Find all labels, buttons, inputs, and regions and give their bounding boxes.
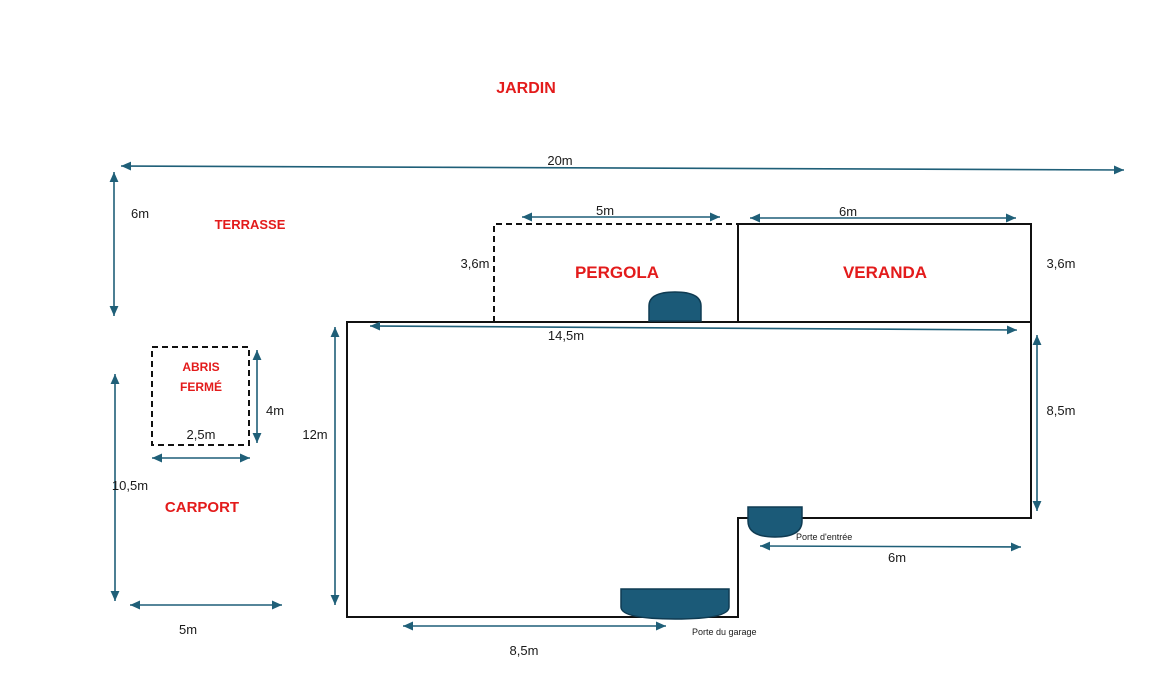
- entrance-section-label: 6m: [888, 550, 906, 565]
- garage-door-label: Porte du garage: [692, 627, 757, 637]
- abris-depth-label: 4m: [266, 403, 284, 418]
- pergola-width-label: 5m: [596, 203, 614, 218]
- total-width-label: 20m: [547, 153, 572, 168]
- veranda-label: VERANDA: [843, 263, 927, 282]
- jardin-label: JARDIN: [496, 80, 556, 97]
- terrasse-depth-label: 6m: [131, 206, 149, 221]
- veranda-depth-label: 3,6m: [1047, 256, 1076, 271]
- total-width-arrow: [120, 161, 1125, 175]
- house-depth-label: 12m: [302, 427, 327, 442]
- entrance-door: [747, 506, 803, 538]
- house-outline: [346, 321, 1032, 618]
- entrance-door-label: Porte d'entrée: [796, 532, 852, 542]
- pergola-door: [648, 291, 702, 322]
- garage-section-label: 8,5m: [510, 643, 539, 658]
- pergola-outline: [493, 223, 738, 322]
- abris-outline: [151, 346, 250, 446]
- abris-label-line1: ABRIS: [182, 360, 219, 374]
- abris-label-line2: FERMÉ: [180, 379, 222, 394]
- house-width-label: 14,5m: [548, 328, 584, 343]
- entrance-section-arrow: [759, 541, 1022, 552]
- carport-width-label: 5m: [179, 622, 197, 637]
- garage-door: [620, 588, 730, 620]
- abris-width-label: 2,5m: [187, 427, 216, 442]
- house-width-arrow: [369, 321, 1018, 335]
- house-right-depth-label: 8,5m: [1047, 403, 1076, 418]
- carport-depth-label: 10,5m: [112, 478, 148, 493]
- veranda-width-label: 6m: [839, 204, 857, 219]
- pergola-depth-label: 3,6m: [461, 256, 490, 271]
- veranda-outline: [737, 223, 1032, 322]
- carport-label: CARPORT: [165, 499, 239, 516]
- pergola-label: PERGOLA: [575, 263, 659, 282]
- terrasse-label: TERRASSE: [215, 217, 286, 232]
